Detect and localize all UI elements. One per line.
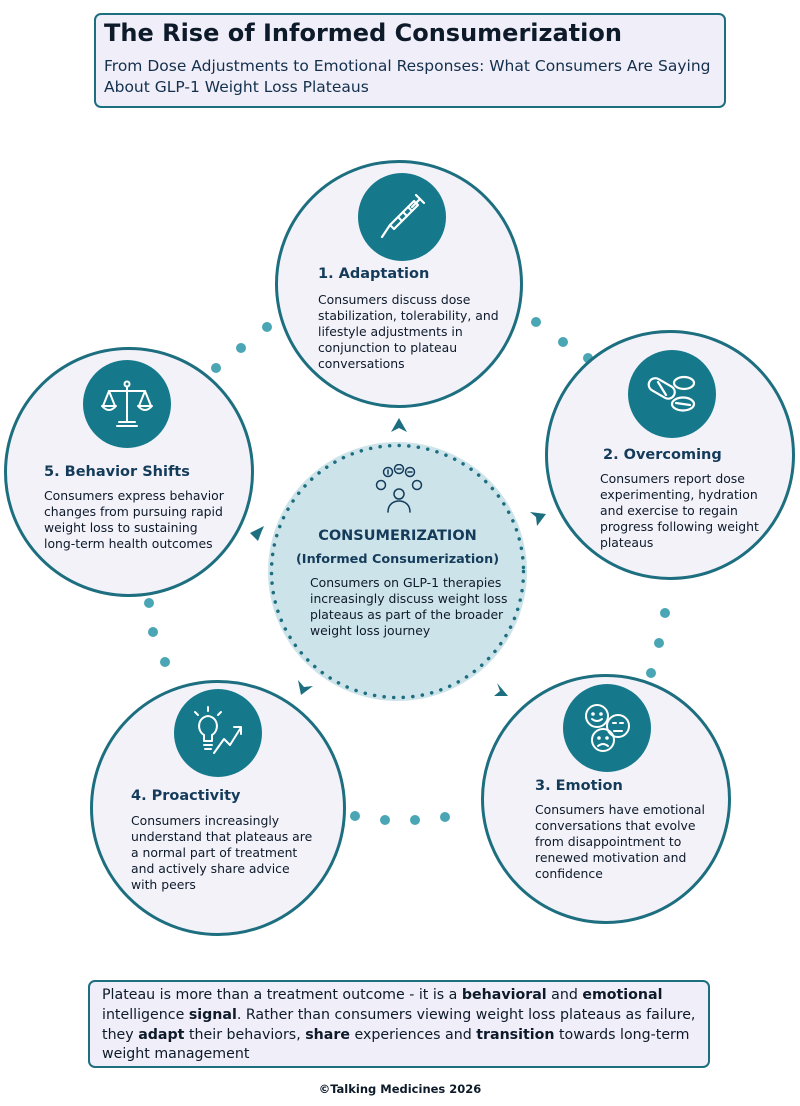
connector-dot <box>380 815 390 825</box>
arrow-right <box>530 512 546 526</box>
stage-emotion: 3. Emotion Consumers have emotional conv… <box>481 674 731 924</box>
connector-dot <box>558 337 568 347</box>
summary-segment: towards long-term weight management <box>102 1026 690 1063</box>
connector-dot <box>410 815 420 825</box>
summary-emphasis: share <box>305 1026 350 1043</box>
stage-description: Consumers have emotional conversations t… <box>535 802 705 881</box>
stage-proactivity: 4. Proactivity Consumers increasingly un… <box>90 680 346 936</box>
connector-dot <box>144 598 154 608</box>
connector-dot <box>262 322 272 332</box>
arrow-up <box>391 418 407 432</box>
connector-dot <box>583 353 593 363</box>
stage-overcoming: 2. Overcoming Consumers report dose expe… <box>545 330 795 580</box>
connector-dot <box>350 811 360 821</box>
page-subtitle: From Dose Adjustments to Emotional Respo… <box>104 57 711 96</box>
pills-icon <box>628 350 716 438</box>
summary-emphasis: emotional <box>582 987 663 1003</box>
summary-emphasis: transition <box>476 1026 555 1043</box>
summary-segment: . Rather than consumers viewing weight l… <box>102 1006 696 1043</box>
stage-description: Consumers increasingly understand that p… <box>131 813 313 892</box>
stage-title: 2. Overcoming <box>603 447 722 463</box>
connector-dot <box>531 317 541 327</box>
stage-title: 4. Proactivity <box>131 788 241 804</box>
summary-segment: intelligence <box>102 1006 189 1023</box>
consumer-with-symbols-icon <box>375 464 423 513</box>
connector-dot <box>440 812 450 822</box>
faces-icon <box>563 684 651 772</box>
summary-segment: and <box>546 987 583 1003</box>
summary-emphasis: signal <box>188 1006 237 1023</box>
balance-scale-icon <box>83 360 171 448</box>
arrow-left <box>250 526 264 541</box>
summary-segment: Plateau is more than a treatment outcome… <box>102 987 462 1003</box>
summary-emphasis: adapt <box>138 1026 185 1043</box>
stage-description: Consumers report dose experimenting, hyd… <box>600 471 759 550</box>
stage-title: 5. Behavior Shifts <box>44 464 190 480</box>
page-title: The Rise of Informed Consumerization <box>104 19 622 47</box>
connector-dot <box>660 608 670 618</box>
center-consumerization: CONSUMERIZATION (Informed Consumerizatio… <box>268 442 527 701</box>
syringe-icon <box>358 173 446 261</box>
summary-segment: experiences and <box>349 1026 477 1043</box>
connector-dot <box>646 668 656 678</box>
connector-dot <box>236 343 246 353</box>
lightbulb-growth-icon <box>174 689 262 777</box>
summary-text: Plateau is more than a treatment outcome… <box>102 986 696 1065</box>
summary-segment: their behaviors, <box>184 1026 306 1043</box>
center-title: CONSUMERIZATION <box>318 528 477 544</box>
stage-adaptation: 1. Adaptation Consumers discuss dose sta… <box>275 160 523 408</box>
center-dotted-ring <box>269 443 526 700</box>
connector-dot <box>211 363 221 373</box>
stage-description: Consumers discuss dose stabilization, to… <box>318 292 499 371</box>
center-description: Consumers on GLP-1 therapies increasingl… <box>310 575 508 638</box>
connector-dot <box>160 657 170 667</box>
summary-emphasis: behavioral <box>461 987 547 1003</box>
summary-box: Plateau is more than a treatment outcome… <box>88 980 710 1068</box>
connector-dot <box>148 627 158 637</box>
header-box: The Rise of Informed Consumerization Fro… <box>94 13 726 108</box>
stage-description: Consumers express behavior changes from … <box>44 488 224 551</box>
stage-title: 3. Emotion <box>535 778 623 794</box>
stage-behavior-shifts: 5. Behavior Shifts Consumers express beh… <box>4 347 254 597</box>
connector-dot <box>654 638 664 648</box>
stage-title: 1. Adaptation <box>318 266 430 282</box>
center-subtitle: (Informed Consumerization) <box>295 552 500 567</box>
copyright: ©Talking Medicines 2026 <box>318 1082 482 1096</box>
